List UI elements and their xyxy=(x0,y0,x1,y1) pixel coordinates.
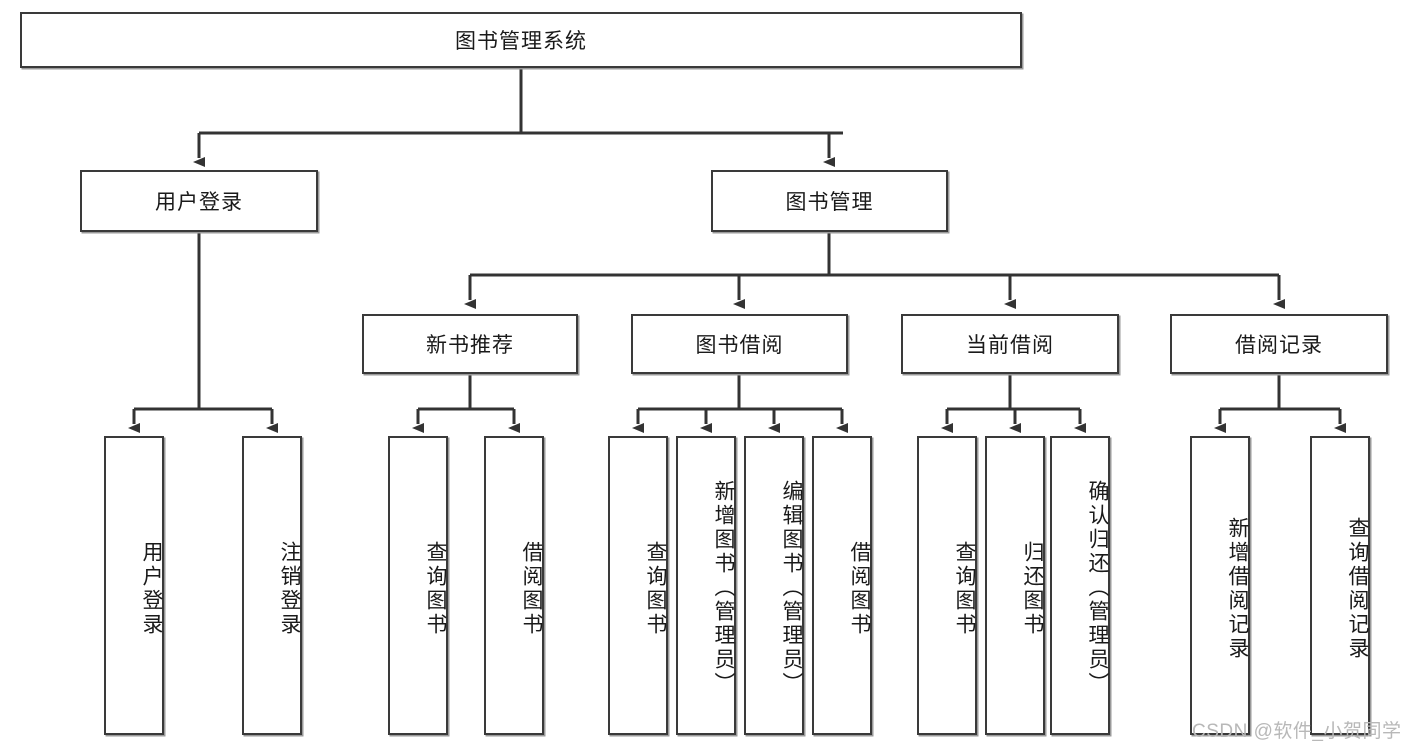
leaf-query-record-label: 查询借阅记录 xyxy=(1346,516,1369,661)
node-current-borrow-label: 当前借阅 xyxy=(966,334,1054,357)
node-user-login[interactable]: 用户登录 xyxy=(80,170,318,232)
leaf-return-book[interactable]: 归还图书 xyxy=(985,436,1045,735)
node-current-borrow[interactable]: 当前借阅 xyxy=(901,314,1119,374)
node-borrow-record-label: 借阅记录 xyxy=(1235,334,1323,357)
leaf-logout[interactable]: 注销登录 xyxy=(242,436,302,735)
leaf-user-login-label: 用户登录 xyxy=(140,540,163,637)
leaf-query-book-3[interactable]: 查询图书 xyxy=(917,436,977,735)
node-book-manage-label: 图书管理 xyxy=(785,191,874,214)
leaf-return-book-label: 归还图书 xyxy=(1021,540,1044,637)
node-root-label: 图书管理系统 xyxy=(455,30,587,53)
leaf-query-book-2[interactable]: 查询图书 xyxy=(608,436,668,735)
leaf-user-login[interactable]: 用户登录 xyxy=(104,436,164,735)
node-root[interactable]: 图书管理系统 xyxy=(20,12,1022,68)
node-borrow-record[interactable]: 借阅记录 xyxy=(1170,314,1388,374)
leaf-logout-label: 注销登录 xyxy=(278,540,301,637)
node-book-borrow[interactable]: 图书借阅 xyxy=(631,314,848,374)
node-book-borrow-label: 图书借阅 xyxy=(695,334,784,357)
leaf-borrow-book-2-label: 借阅图书 xyxy=(848,540,871,637)
node-user-login-label: 用户登录 xyxy=(155,191,243,214)
leaf-add-record[interactable]: 新增借阅记录 xyxy=(1190,436,1250,735)
leaf-borrow-book-2[interactable]: 借阅图书 xyxy=(812,436,872,735)
leaf-borrow-book-1[interactable]: 借阅图书 xyxy=(484,436,544,735)
node-book-manage[interactable]: 图书管理 xyxy=(711,170,948,232)
leaf-add-book[interactable]: 新增图书（管理员） xyxy=(676,436,736,735)
node-new-book-rec-label: 新书推荐 xyxy=(426,334,514,357)
leaf-query-book-3-label: 查询图书 xyxy=(953,540,976,637)
node-new-book-rec[interactable]: 新书推荐 xyxy=(362,314,578,374)
leaf-edit-book[interactable]: 编辑图书（管理员） xyxy=(744,436,804,735)
leaf-confirm-return[interactable]: 确认归还（管理员） xyxy=(1050,436,1110,735)
leaf-borrow-book-1-label: 借阅图书 xyxy=(520,540,543,637)
leaf-query-book-1[interactable]: 查询图书 xyxy=(388,436,448,735)
leaf-add-record-label: 新增借阅记录 xyxy=(1226,516,1249,661)
leaf-query-record[interactable]: 查询借阅记录 xyxy=(1310,436,1370,735)
leaf-query-book-2-label: 查询图书 xyxy=(644,540,667,637)
leaf-add-book-label: 新增图书（管理员） xyxy=(712,479,735,696)
leaf-confirm-return-label: 确认归还（管理员） xyxy=(1086,479,1109,696)
csdn-watermark: CSDN @软件_小贺同学 xyxy=(1192,721,1402,742)
leaf-edit-book-label: 编辑图书（管理员） xyxy=(780,479,803,696)
leaf-query-book-1-label: 查询图书 xyxy=(424,540,447,637)
